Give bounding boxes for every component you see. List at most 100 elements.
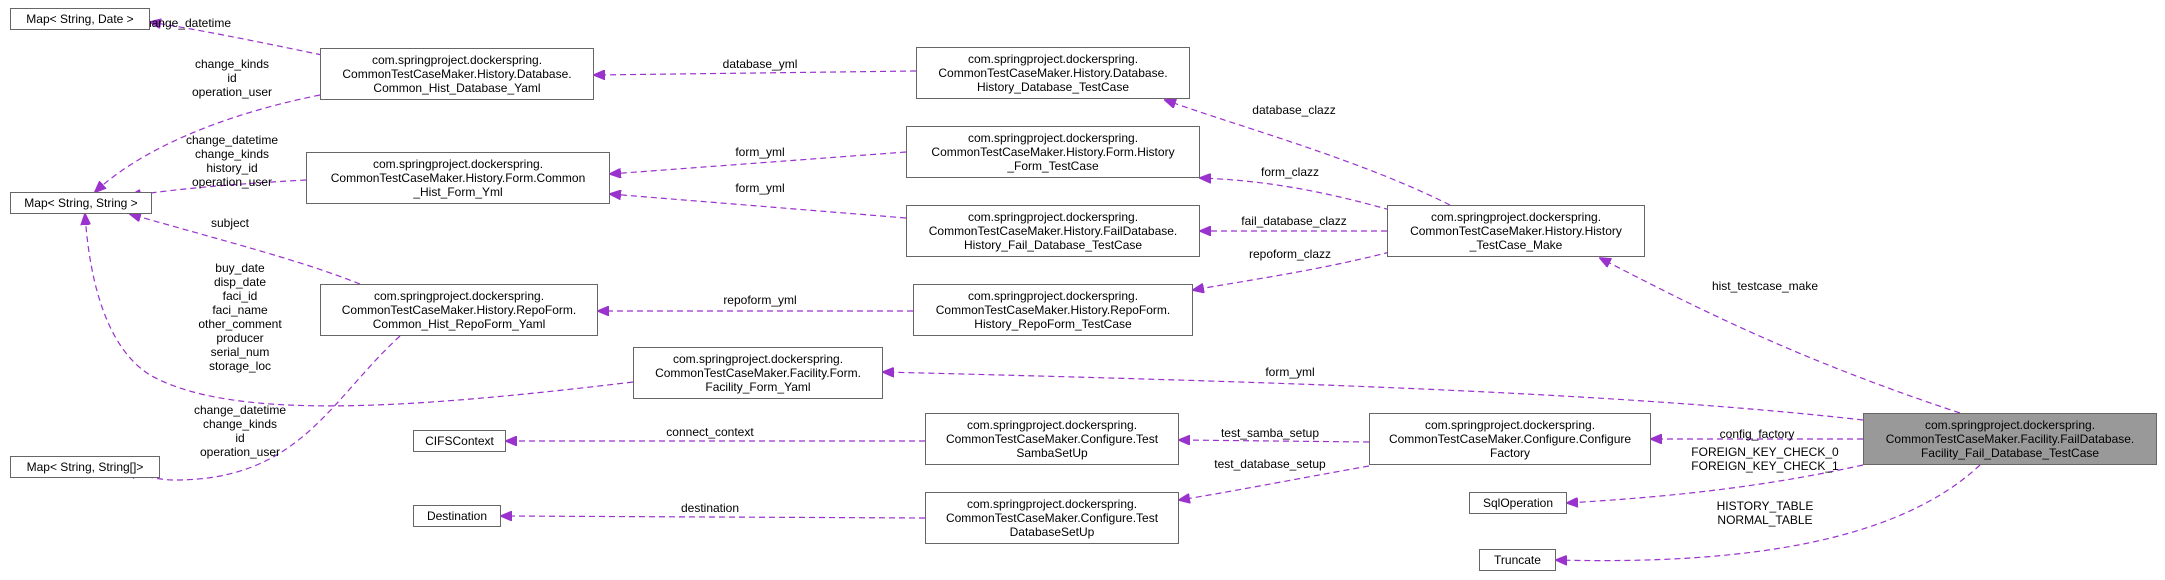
dependency-edge — [95, 94, 321, 192]
class-name-line: com.springproject.dockerspring. — [967, 52, 1139, 66]
class-node-sqlop[interactable]: SqlOperation — [1469, 492, 1567, 514]
class-name-line: DatabaseSetUp — [1009, 525, 1095, 539]
class-name-line: SambaSetUp — [1016, 446, 1088, 460]
class-node-hist-form-tc[interactable]: com.springproject.dockerspring.CommonTes… — [906, 126, 1200, 178]
class-name-line: History_Database_TestCase — [976, 80, 1130, 94]
dependency-edge — [594, 71, 917, 75]
edge-label: destination — [681, 501, 739, 515]
edge-label: disp_date — [214, 275, 266, 289]
class-name-line: CommonTestCaseMaker.Facility.Form. — [655, 366, 861, 380]
edge-label: database_clazz — [1252, 103, 1335, 117]
class-node-map-array[interactable]: Map< String, String[]> — [10, 456, 160, 478]
class-node-destination[interactable]: Destination — [413, 505, 501, 527]
dependency-edge — [1600, 258, 1961, 414]
edge-label: repoform_clazz — [1249, 247, 1331, 261]
dependency-edge — [1179, 465, 1370, 500]
class-name-line: com.springproject.dockerspring. — [967, 131, 1139, 145]
edge-label: test_samba_setup — [1221, 426, 1319, 440]
edge-label: hist_testcase_make — [1712, 279, 1818, 293]
class-name-line: com.springproject.dockerspring. — [373, 289, 545, 303]
class-name-line: History_Fail_Database_TestCase — [963, 238, 1143, 252]
edge-label: storage_loc — [209, 359, 271, 373]
edge-label: operation_user — [192, 85, 272, 99]
edge-label: change_kinds — [195, 147, 269, 161]
edge-label: change_kinds — [195, 57, 269, 71]
class-node-facility-form-yaml[interactable]: com.springproject.dockerspring.CommonTes… — [633, 347, 883, 399]
class-name-line: CommonTestCaseMaker.Facility.FailDatabas… — [1885, 432, 2135, 446]
edge-label: subject — [211, 216, 250, 230]
class-node-hist-make[interactable]: com.springproject.dockerspring.CommonTes… — [1387, 205, 1645, 257]
class-node-main[interactable]: com.springproject.dockerspring.CommonTes… — [1863, 413, 2157, 465]
dependency-edge — [1165, 100, 1451, 206]
class-name-line: CommonTestCaseMaker.Configure.Test — [945, 511, 1159, 525]
class-name-line: CommonTestCaseMaker.Configure.Configure — [1388, 432, 1632, 446]
class-name-line: com.springproject.dockerspring. — [372, 157, 544, 171]
edge-label: form_yml — [735, 145, 784, 159]
edge-label: test_database_setup — [1214, 457, 1326, 471]
class-name-line: Common_Hist_RepoForm_Yaml — [372, 317, 546, 331]
edge-label: NORMAL_TABLE — [1717, 513, 1812, 527]
edge-label: producer — [216, 331, 263, 345]
class-node-hist-db-yaml[interactable]: com.springproject.dockerspring.CommonTes… — [320, 48, 594, 100]
edge-label: config_factory — [1720, 427, 1795, 441]
dependency-edge — [150, 22, 323, 56]
edge-label: fail_database_clazz — [1241, 214, 1346, 228]
edge-label: connect_context — [666, 425, 754, 439]
class-name-line: com.springproject.dockerspring. — [966, 497, 1138, 511]
class-name-line: CommonTestCaseMaker.Configure.Test — [945, 432, 1159, 446]
edge-label: change_datetime — [194, 403, 286, 417]
class-name-line: CommonTestCaseMaker.History.Database. — [938, 66, 1168, 80]
class-name-line: com.springproject.dockerspring. — [967, 289, 1139, 303]
class-node-hist-form-yml[interactable]: com.springproject.dockerspring.CommonTes… — [306, 152, 610, 204]
edge-label: form_clazz — [1261, 165, 1319, 179]
dependency-edge — [1193, 251, 1391, 290]
dependency-edge — [501, 516, 926, 518]
dependency-edge — [883, 372, 1864, 421]
class-name-line: Facility_Fail_Database_TestCase — [1920, 446, 2100, 460]
dependency-edge — [130, 179, 307, 196]
class-name-line: _TestCase_Make — [1469, 238, 1563, 252]
class-node-map-string[interactable]: Map< String, String > — [10, 192, 152, 214]
class-name-line: Factory — [1489, 446, 1530, 460]
edge-label: id — [227, 71, 236, 85]
dependency-edge — [610, 194, 907, 219]
edge-label: HISTORY_TABLE — [1717, 499, 1814, 513]
class-node-db-setup[interactable]: com.springproject.dockerspring.CommonTes… — [925, 492, 1179, 544]
edge-label: serial_num — [211, 345, 270, 359]
edge-label: FOREIGN_KEY_CHECK_1 — [1691, 459, 1839, 473]
class-name-line: CommonTestCaseMaker.History.Form.History — [931, 145, 1175, 159]
class-name-line: Truncate — [1494, 553, 1541, 567]
class-node-configure-factory[interactable]: com.springproject.dockerspring.CommonTes… — [1369, 413, 1651, 465]
class-name-line: CommonTestCaseMaker.History.Database. — [342, 67, 572, 81]
class-node-hist-db-tc[interactable]: com.springproject.dockerspring.CommonTes… — [916, 47, 1190, 99]
class-name-line: com.springproject.dockerspring. — [1924, 418, 2096, 432]
class-name-line: CommonTestCaseMaker.History.Form.Common — [330, 171, 586, 185]
edge-label: form_yml — [1265, 365, 1314, 379]
class-name-line: Map< String, Date > — [26, 12, 134, 26]
edge-label: FOREIGN_KEY_CHECK_0 — [1691, 445, 1839, 459]
class-node-cifs[interactable]: CIFSContext — [413, 430, 506, 452]
class-name-line: CommonTestCaseMaker.History.History — [1410, 224, 1622, 238]
class-node-map-date[interactable]: Map< String, Date > — [10, 8, 150, 30]
class-node-hist-faildb-tc[interactable]: com.springproject.dockerspring.CommonTes… — [906, 205, 1200, 257]
class-name-line: Destination — [426, 509, 488, 523]
class-name-line: Map< String, String[]> — [26, 460, 144, 474]
class-name-line: SqlOperation — [1482, 496, 1554, 510]
class-node-hist-repo-tc[interactable]: com.springproject.dockerspring.CommonTes… — [913, 284, 1193, 336]
dependency-edge — [1200, 178, 1391, 211]
edge-label: id — [235, 431, 244, 445]
class-name-line: _Hist_Form_Yml — [413, 185, 503, 199]
dependency-edge — [130, 214, 361, 285]
edge-label: repoform_yml — [723, 293, 796, 307]
edge-label: change_kinds — [203, 417, 277, 431]
edge-label: form_yml — [735, 181, 784, 195]
class-node-samba-setup[interactable]: com.springproject.dockerspring.CommonTes… — [925, 413, 1179, 465]
class-name-line: CIFSContext — [425, 434, 494, 448]
edge-label: database_yml — [723, 57, 798, 71]
class-node-hist-repo-yaml[interactable]: com.springproject.dockerspring.CommonTes… — [320, 284, 598, 336]
class-name-line: CommonTestCaseMaker.History.RepoForm. — [935, 303, 1171, 317]
class-node-truncate[interactable]: Truncate — [1479, 549, 1556, 571]
class-name-line: CommonTestCaseMaker.History.FailDatabase… — [928, 224, 1178, 238]
edge-label: faci_name — [212, 303, 268, 317]
